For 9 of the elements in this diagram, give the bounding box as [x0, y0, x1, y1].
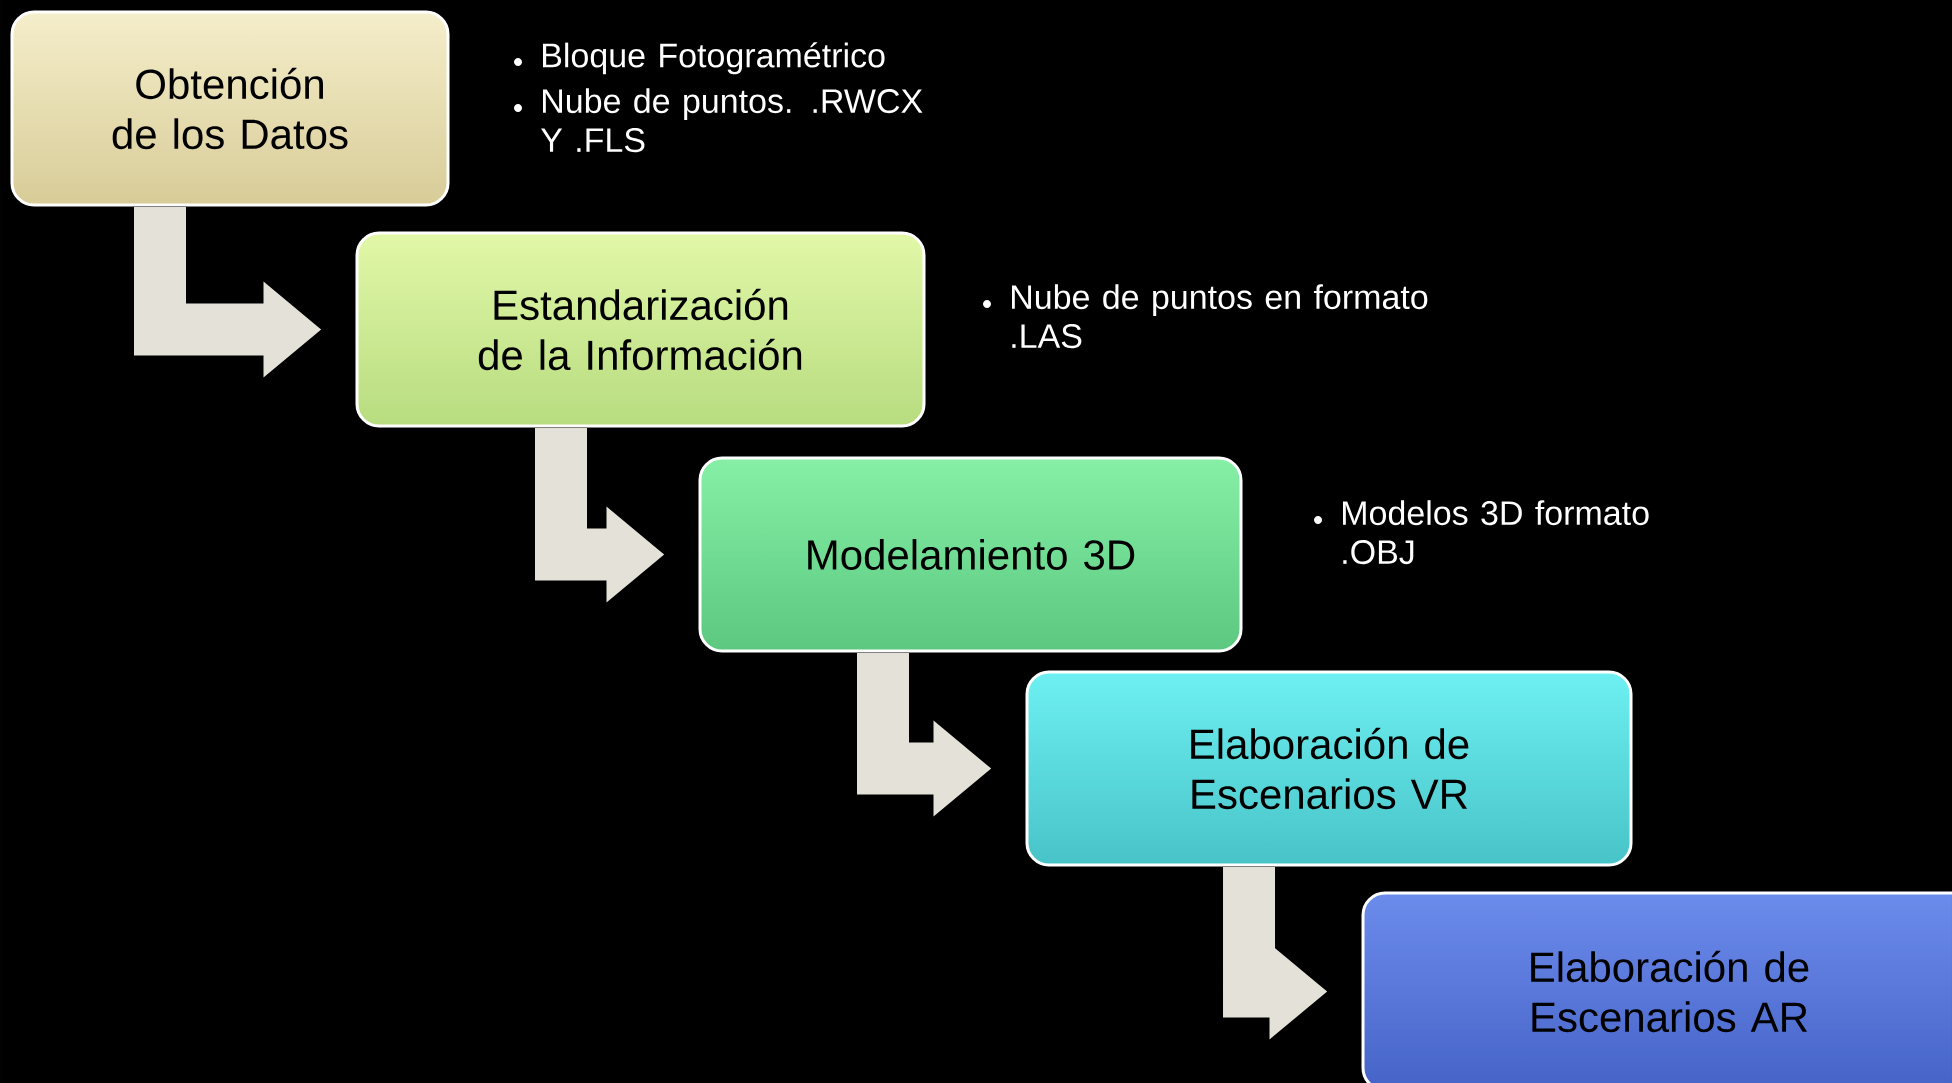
process-box: Obtención de los Datos [10, 10, 450, 207]
bullet-text: Modelos 3D formato .OBJ [1314, 500, 1649, 565]
bullet-text: Bloque Fotogramétrico [514, 42, 885, 75]
bullet-text: Nube de puntos en formato .LAS [983, 284, 1428, 349]
process-box: Estandarización de la Información [355, 231, 926, 428]
process-box: Elaboración de Escenarios VR [1025, 670, 1633, 867]
process-box: Modelamiento 3D [698, 456, 1243, 653]
bullet-text: Nube de puntos. .RWCX Y .FLS [514, 88, 923, 153]
process-box: Elaboración de Escenarios AR [1361, 891, 1952, 1083]
